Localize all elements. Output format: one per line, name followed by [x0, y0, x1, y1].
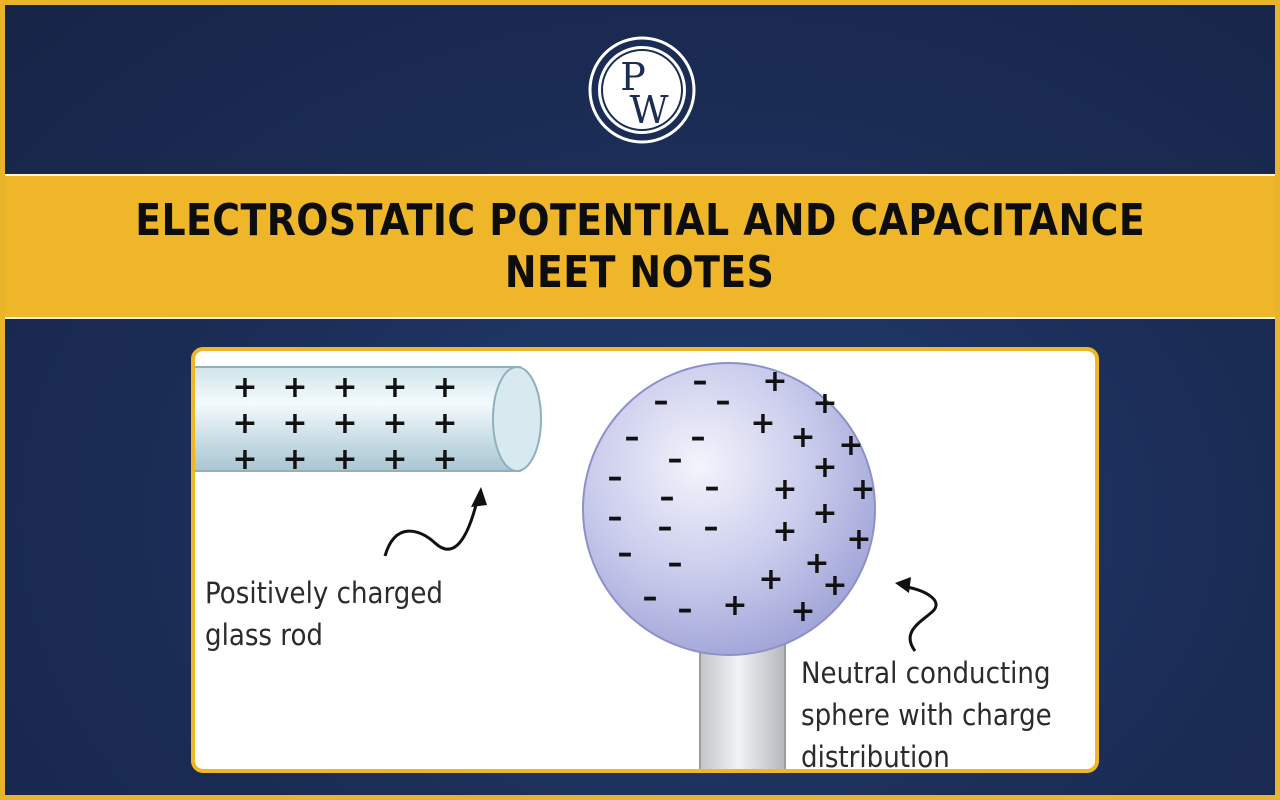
minus-charge: –: [654, 384, 669, 419]
sphere-pointer-arrow: [895, 577, 938, 652]
diagram-panel: +++++++++++++++ ––––––––––––––––++++++++…: [191, 347, 1099, 773]
plus-charge: +: [232, 406, 257, 441]
page-title-line-1: ELECTROSTATIC POTENTIAL AND CAPACITANCE: [135, 194, 1145, 246]
sphere-label-line-1: Neutral conducting: [801, 656, 1051, 690]
minus-charge: –: [716, 384, 731, 419]
minus-charge: –: [660, 480, 675, 515]
plus-charge: +: [332, 442, 357, 477]
logo-letter-p: P: [620, 55, 646, 99]
plus-charge: +: [762, 364, 787, 399]
glass-rod: [195, 366, 542, 472]
plus-charge: +: [812, 450, 837, 485]
minus-charge: –: [704, 510, 719, 545]
rod-label-line-2: glass rod: [205, 618, 323, 652]
minus-charge: –: [618, 536, 633, 571]
plus-charge: +: [772, 472, 797, 507]
logo-letter-w: W: [629, 88, 668, 132]
minus-charge: –: [608, 460, 623, 495]
sphere-charges: ––––––––––––––––++++++++++++++++: [608, 364, 876, 629]
plus-charge: +: [838, 428, 863, 463]
plus-charge: +: [432, 370, 457, 405]
pw-logo: P W: [588, 36, 696, 144]
plus-charge: +: [382, 370, 407, 405]
plus-charge: +: [758, 562, 783, 597]
page-frame: P W ELECTROSTATIC POTENTIAL AND CAPACITA…: [5, 5, 1275, 795]
minus-charge: –: [691, 420, 706, 455]
plus-charge: +: [750, 406, 775, 441]
plus-charge: +: [232, 442, 257, 477]
sphere-stem: [699, 640, 786, 769]
plus-charge: +: [332, 370, 357, 405]
plus-charge: +: [332, 406, 357, 441]
sphere-label-line-3: distribution: [801, 740, 950, 773]
page-title-line-2: NEET NOTES: [505, 246, 775, 298]
minus-charge: –: [693, 364, 708, 399]
charge-diagram: +++++++++++++++ ––––––––––––––––++++++++…: [195, 362, 938, 769]
plus-charge: +: [804, 546, 829, 581]
plus-charge: +: [232, 370, 257, 405]
rod-charges: +++++++++++++++: [232, 370, 457, 477]
plus-charge: +: [382, 406, 407, 441]
plus-charge: +: [282, 442, 307, 477]
title-band: ELECTROSTATIC POTENTIAL AND CAPACITANCE …: [5, 174, 1275, 319]
minus-charge: –: [643, 580, 658, 615]
minus-charge: –: [668, 546, 683, 581]
plus-charge: +: [850, 472, 875, 507]
rod-pointer-arrow: [383, 487, 487, 557]
minus-charge: –: [678, 592, 693, 627]
plus-charge: +: [282, 406, 307, 441]
plus-charge: +: [432, 406, 457, 441]
minus-charge: –: [668, 442, 683, 477]
plus-charge: +: [790, 420, 815, 455]
minus-charge: –: [658, 510, 673, 545]
sphere-label-line-2: sphere with charge: [801, 698, 1052, 732]
plus-charge: +: [812, 496, 837, 531]
plus-charge: +: [822, 568, 847, 603]
minus-charge: –: [705, 470, 720, 505]
rod-label-line-1: Positively charged: [205, 576, 443, 610]
plus-charge: +: [846, 522, 871, 557]
plus-charge: +: [382, 442, 407, 477]
minus-charge: –: [625, 420, 640, 455]
conducting-sphere: [582, 362, 876, 656]
plus-charge: +: [282, 370, 307, 405]
plus-charge: +: [432, 442, 457, 477]
plus-charge: +: [812, 386, 837, 421]
plus-charge: +: [772, 514, 797, 549]
plus-charge: +: [722, 588, 747, 623]
plus-charge: +: [790, 594, 815, 629]
minus-charge: –: [608, 500, 623, 535]
